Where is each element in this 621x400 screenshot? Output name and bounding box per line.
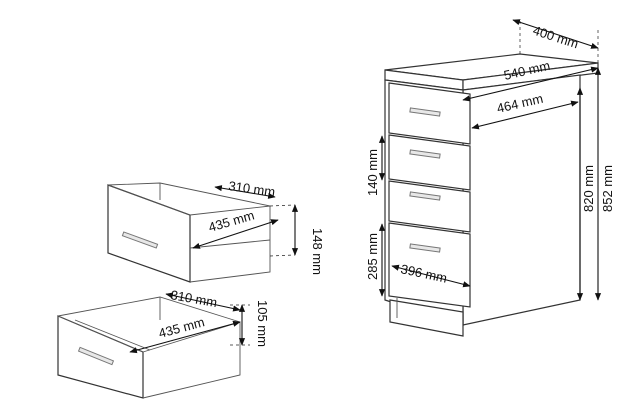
dim-line-upper-length (192, 219, 279, 249)
label-total-height: 852 mm (600, 165, 615, 212)
cabinet-plinth (389, 299, 464, 337)
label-drawer-small: 140 mm (365, 149, 380, 196)
lower-drawer-dimensions: 310 mm 435 mm 105 mm (129, 287, 270, 354)
dim-line-upper-depth (214, 185, 276, 199)
cabinet (384, 53, 599, 337)
cabinet-side-panel (462, 74, 581, 326)
label-upper-depth: 310 mm (228, 178, 277, 199)
dim-line-inner-width (471, 100, 579, 130)
drawer-handle-1 (409, 107, 441, 117)
dim-line-lower-length (129, 320, 241, 354)
label-drawer-large: 285 mm (365, 233, 380, 280)
drawer-handle-3 (409, 191, 441, 201)
upper-drawer-dimensions: 310 mm 435 mm 148 mm (192, 178, 325, 275)
label-body-height: 820 mm (581, 165, 596, 212)
drawer-front-3 (388, 180, 471, 233)
dim-line-lower-depth (165, 292, 241, 312)
drawer-handle-4 (409, 243, 441, 253)
dim-line-top-depth (512, 19, 599, 49)
upper-drawer (107, 182, 271, 283)
drawer-handle-2 (409, 149, 441, 159)
label-lower-height: 105 mm (255, 300, 270, 347)
drawer-front-2 (388, 134, 471, 191)
dim-line-top-width (462, 66, 599, 102)
label-upper-height: 148 mm (310, 228, 325, 275)
label-upper-length: 435 mm (207, 208, 256, 235)
label-top-depth: 400 mm (531, 23, 580, 52)
lower-drawer (57, 296, 241, 399)
label-lower-length: 435 mm (157, 314, 206, 341)
dim-line-drawer-box-width (391, 264, 471, 288)
label-lower-depth: 310 mm (169, 287, 218, 310)
lower-drawer-handle (77, 346, 115, 366)
upper-drawer-handle (121, 231, 159, 249)
